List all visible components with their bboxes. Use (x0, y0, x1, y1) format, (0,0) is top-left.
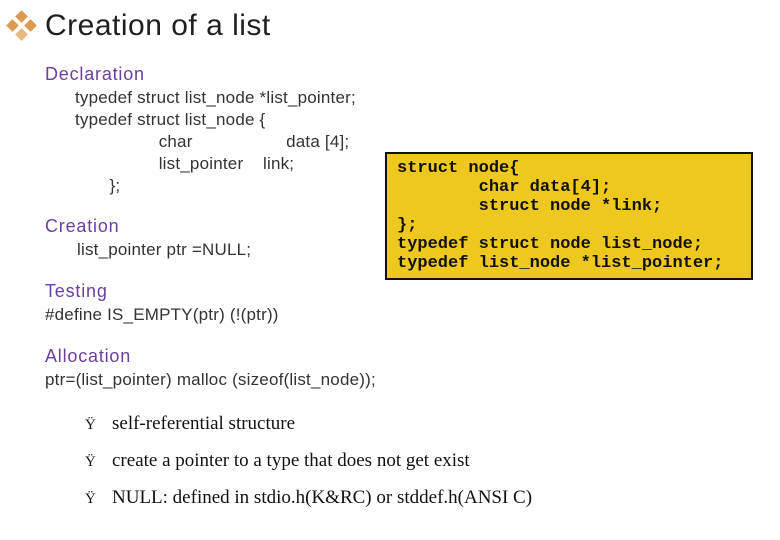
section-heading-allocation: Allocation (45, 346, 132, 366)
diamond-bottom (15, 28, 28, 41)
list-item: Ÿ create a pointer to a type that does n… (85, 449, 532, 474)
bullet-list: Ÿ self-referential structure Ÿ create a … (85, 412, 532, 523)
allocation-code: ptr=(list_pointer) malloc (sizeof(list_n… (45, 370, 376, 389)
list-item: Ÿ self-referential structure (85, 412, 532, 437)
section-testing: Testing #define IS_EMPTY(ptr) (!(ptr)) (45, 279, 279, 326)
diamond-right (24, 19, 37, 32)
section-declaration: Declaration typedef struct list_node *li… (45, 62, 356, 197)
section-creation: Creation list_pointer ptr =NULL; (45, 214, 251, 261)
section-heading-creation: Creation (45, 216, 120, 236)
creation-code: list_pointer ptr =NULL; (77, 240, 252, 259)
four-diamond-bullet-icon (6, 10, 37, 41)
bullet-marker: Ÿ (85, 491, 96, 507)
slide-title-row: Creation of a list (6, 9, 271, 43)
testing-code: #define IS_EMPTY(ptr) (!(ptr)) (45, 305, 279, 324)
bullet-marker: Ÿ (85, 454, 96, 470)
bullet-text: NULL: defined in stdio.h(K&RC) or stddef… (112, 487, 533, 508)
bullet-text: create a pointer to a type that does not… (112, 450, 470, 471)
bullet-marker: Ÿ (85, 417, 96, 433)
code-box: struct node{ char data[4]; struct node *… (385, 152, 753, 280)
page-title: Creation of a list (45, 9, 271, 42)
section-heading-testing: Testing (45, 281, 108, 301)
declaration-code: typedef struct list_node *list_pointer; … (75, 88, 356, 195)
bullet-text: self-referential structure (112, 413, 296, 434)
diamond-top (15, 10, 28, 23)
section-heading-declaration: Declaration (45, 64, 145, 84)
section-allocation: Allocation ptr=(list_pointer) malloc (si… (45, 344, 376, 391)
list-item: Ÿ NULL: defined in stdio.h(K&RC) or stdd… (85, 486, 532, 511)
diamond-left (6, 19, 19, 32)
